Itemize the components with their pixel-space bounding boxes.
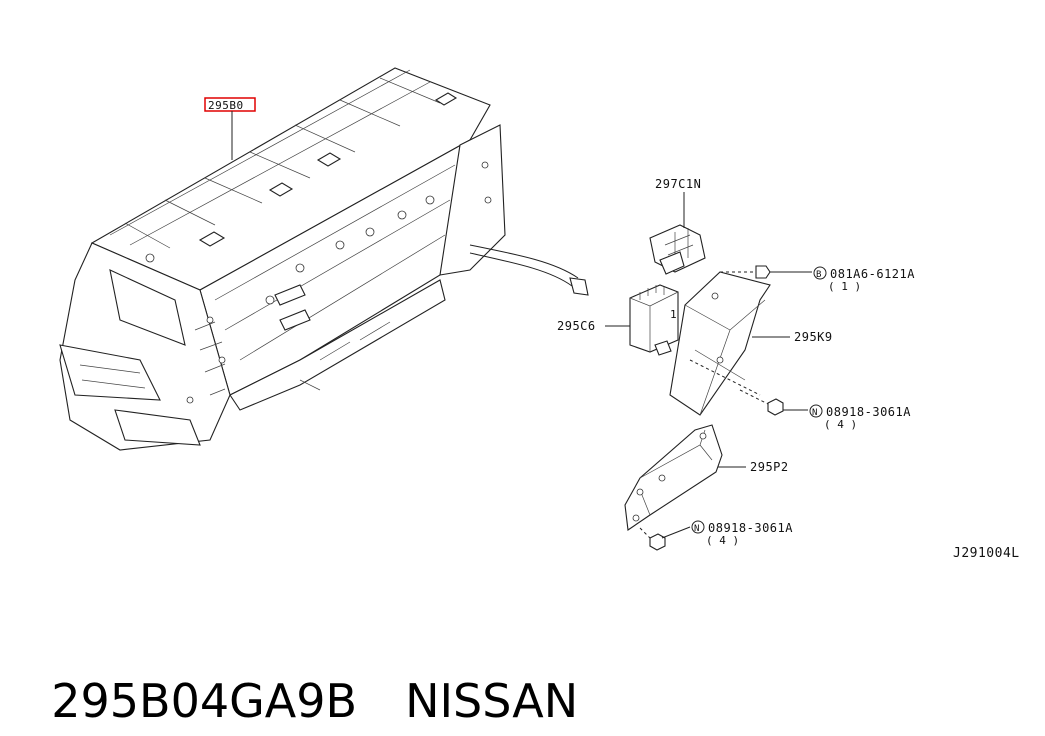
fastener-qty: ( 1 ): [828, 280, 861, 293]
figure-id: J291004L: [953, 546, 1020, 561]
symbol-b-icon: [813, 266, 827, 280]
symbol-n-icon: [691, 520, 705, 534]
fastener-label-08918-3061A[interactable]: 08918-3061A: [708, 521, 793, 535]
parts-diagram: 295B0 297C1N 1 295C6 295K9 B 081A6-6121A…: [59, 67, 1020, 561]
fastener-label-08918-3061A[interactable]: 08918-3061A: [826, 405, 911, 419]
part-label-295B0[interactable]: 295B0: [208, 99, 244, 112]
fastener-symbol: N: [694, 524, 699, 534]
module-295C6-drawing: 1: [629, 284, 679, 356]
fastener-label-081A6-6121A[interactable]: 081A6-6121A: [830, 267, 915, 281]
part-number-title: 295B04GA9B: [51, 674, 358, 728]
part-label-295C6[interactable]: 295C6: [557, 319, 596, 333]
highlight-box: [204, 97, 256, 112]
connector-297C1N-drawing: [649, 224, 706, 275]
brand-name: NISSAN: [405, 674, 579, 728]
nut-lower-drawing: [639, 526, 691, 551]
part-label-297C1N[interactable]: 297C1N: [655, 177, 701, 191]
nut-upper-drawing: [739, 389, 808, 416]
fastener-symbol: B: [816, 270, 821, 280]
bolt-081A6-drawing: [720, 265, 812, 279]
bracket-295K9-drawing: [669, 271, 771, 416]
part-label-295K9[interactable]: 295K9: [794, 330, 833, 344]
bracket-295P2-drawing: [624, 424, 723, 531]
caption: 295B04GA9B NISSAN: [22, 596, 578, 728]
symbol-n-icon: [809, 404, 823, 418]
svg-text:1: 1: [670, 308, 677, 321]
part-label-295P2[interactable]: 295P2: [750, 460, 789, 474]
fastener-symbol: N: [812, 408, 817, 418]
fastener-qty: ( 4 ): [706, 534, 739, 547]
battery-assembly-drawing: [59, 67, 589, 451]
fastener-qty: ( 4 ): [824, 418, 857, 431]
